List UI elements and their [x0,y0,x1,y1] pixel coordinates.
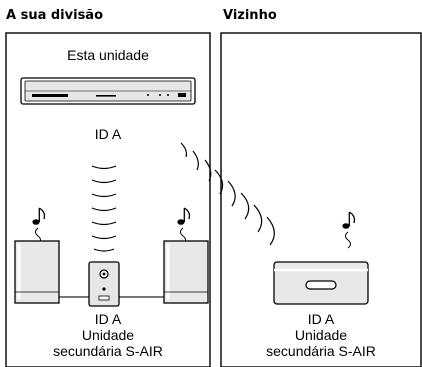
left-room-header: A sua divisão [6,8,104,23]
left-receiver-name-line1: Unidade [81,327,135,343]
main-unit-label: Esta unidade [67,47,149,63]
music-note-icon [342,211,356,249]
receiver-icon [273,261,369,305]
speaker-icon [163,240,209,304]
wireless-signal-icon [91,165,117,252]
music-note-icon [177,207,191,245]
right-receiver-name-line2: secundária S-AIR [266,343,376,359]
main-unit-icon [20,77,196,105]
left-receiver-id: ID A [94,311,122,327]
receiver-icon [88,261,120,307]
music-note-icon [32,207,46,245]
right-receiver-name-line1: Unidade [294,327,348,343]
main-unit-id: ID A [94,126,122,142]
left-room-frame [5,32,211,367]
neighbour-signal-icon [180,142,275,246]
right-room-frame [220,32,422,367]
speaker-icon [14,240,60,304]
right-room-header: Vizinho [223,8,277,23]
right-receiver-id: ID A [307,311,335,327]
left-receiver-name-line2: secundária S-AIR [53,343,163,359]
